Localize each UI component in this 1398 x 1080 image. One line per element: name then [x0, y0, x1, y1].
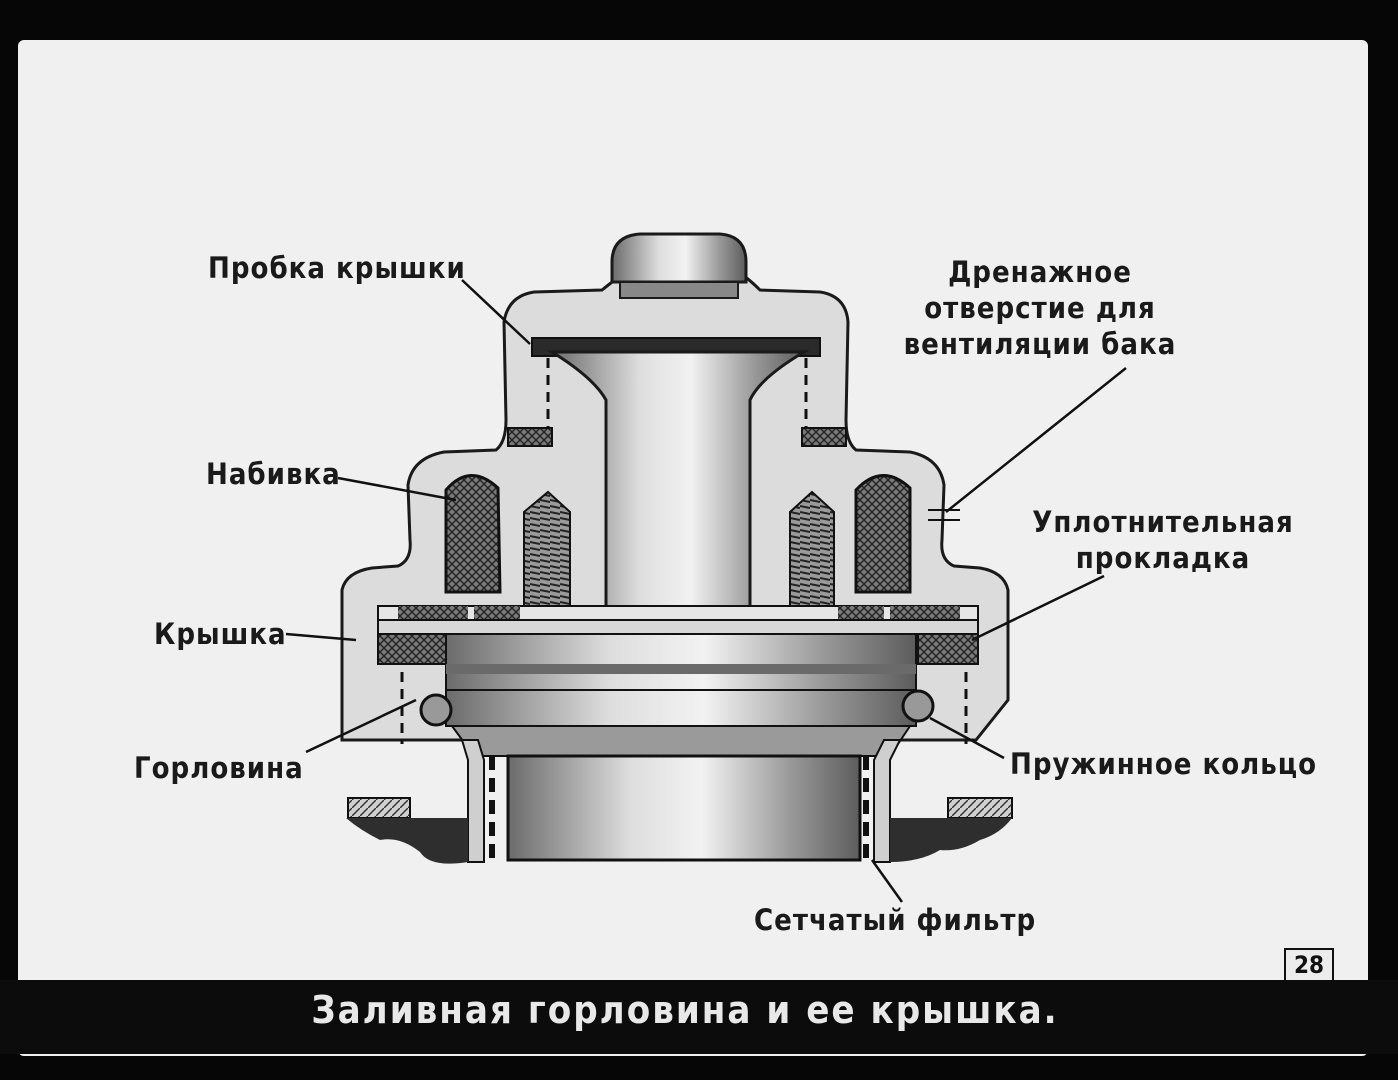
leader-neck	[305, 698, 417, 754]
packing-left	[444, 474, 502, 594]
label-neck: Горловина	[134, 751, 304, 785]
plug-cap	[610, 232, 748, 284]
slide-caption: Заливная горловина и ее крышка.	[311, 988, 1059, 1032]
gasket-right	[917, 633, 979, 665]
label-cap-plug: Пробка крышки	[208, 251, 466, 285]
label-drain-line2: отверстие для	[924, 291, 1156, 325]
leader-packing	[337, 476, 457, 502]
neck-pipe	[506, 754, 862, 862]
stud-left	[523, 490, 571, 625]
label-mesh-filter: Сетчатый фильтр	[754, 903, 1037, 937]
label-drain-line1: Дренажное	[948, 255, 1132, 289]
label-cover: Крышка	[154, 617, 287, 651]
leader-cover	[285, 632, 357, 642]
tank-section	[346, 818, 468, 864]
spring-ring-left	[419, 693, 453, 727]
leader-cap-plug	[461, 279, 531, 345]
label-packing: Набивка	[206, 457, 341, 491]
label-drain-line3: вентиляции бака	[903, 327, 1177, 361]
label-drain-hole: Дренажное отверстие для вентиляции бака	[890, 254, 1190, 362]
packing-right	[854, 474, 912, 594]
gasket-left	[377, 633, 447, 665]
label-gasket-line2: прокладка	[1075, 541, 1251, 575]
leader-drain	[945, 367, 1127, 513]
caption-bar	[0, 980, 1398, 1054]
label-gasket-line1: Уплотнительная	[1032, 505, 1294, 539]
page-number: 28	[1284, 948, 1334, 982]
label-spring-ring: Пружинное кольцо	[1010, 747, 1318, 781]
leader-filter	[870, 859, 904, 903]
leader-gasket	[971, 574, 1105, 642]
label-gasket: Уплотнительная прокладка	[1024, 504, 1302, 576]
neck-flange	[445, 633, 917, 691]
leader-spring-ring	[929, 716, 1005, 760]
stud-right	[789, 490, 835, 625]
spring-ring-right	[901, 689, 935, 723]
